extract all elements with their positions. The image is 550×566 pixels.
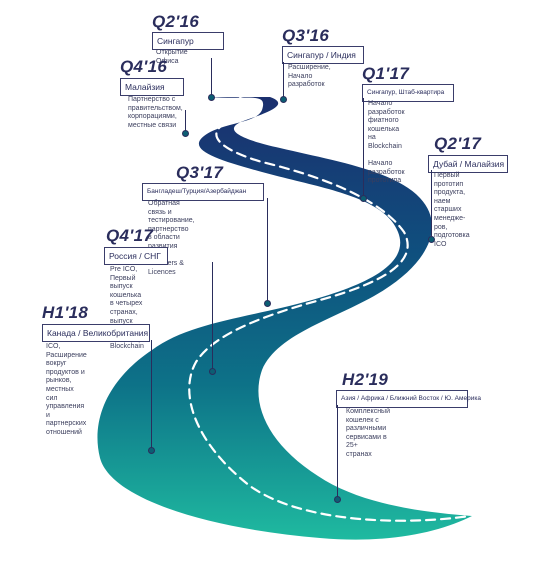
milestone-quarter: H1'18 <box>42 303 89 322</box>
milestone-pin <box>428 236 435 243</box>
milestone-place: Малайзия <box>120 78 184 96</box>
road-body <box>97 97 472 540</box>
milestone-pin <box>334 496 341 503</box>
milestone-quarter: Q2'17 <box>434 134 482 153</box>
milestone-connector <box>211 58 212 96</box>
milestone-pin <box>209 368 216 375</box>
milestone-place: Россия / СНГ <box>104 247 168 265</box>
milestone-connector <box>283 62 284 98</box>
milestone-connector <box>431 170 432 236</box>
milestone-place: Сингапур, Штаб-квартира <box>362 84 454 102</box>
milestone-pin <box>182 130 189 137</box>
milestone-place: Дубай / Малайзия <box>428 155 508 173</box>
milestone-quarter: Q3'17 <box>176 163 224 182</box>
milestone-desc: Первый прототип продукта, наем старших м… <box>434 172 470 248</box>
road-center-line <box>188 96 472 522</box>
milestone-place: Сингапур / Индия <box>282 46 364 64</box>
milestone-pin <box>280 96 287 103</box>
milestone-pin <box>208 94 215 101</box>
milestone-pin <box>264 300 271 307</box>
milestone-desc: Открытие Офиса <box>156 49 188 65</box>
milestone-connector <box>363 98 364 196</box>
milestone-desc: Партнерство с правительством, корпорация… <box>128 96 183 129</box>
milestone-connector <box>212 262 213 370</box>
milestone-place: Канада / Великобритания <box>42 324 150 342</box>
milestone-connector <box>185 110 186 132</box>
milestone-connector <box>337 405 338 497</box>
milestone-quarter: Q3'16 <box>282 26 330 45</box>
milestone-place: Бангладеш/Турция/Азербайджан <box>142 183 264 201</box>
milestone-desc: Начало разработок фиатного кошелька на B… <box>368 100 405 185</box>
milestone-quarter: Q4'17 <box>106 226 154 245</box>
milestone-pin <box>148 447 155 454</box>
milestone-desc: Расширение, Начало разработок <box>288 64 331 89</box>
milestone-pin <box>360 195 367 202</box>
milestone-quarter: H2'19 <box>342 370 389 389</box>
milestone-quarter: Q1'17 <box>362 64 410 83</box>
milestone-quarter: Q2'16 <box>152 12 200 31</box>
milestone-desc: ICO, Расширение вокруг продуктов и рынко… <box>46 343 87 436</box>
milestone-desc: Обратная связь и тестирование, партнерст… <box>148 200 195 276</box>
milestone-quarter: Q4'16 <box>120 57 168 76</box>
milestone-place: Азия / Африка / Ближний Восток / Ю. Амер… <box>336 390 481 408</box>
milestone-place: Сингапур <box>152 32 224 50</box>
milestone-connector <box>151 340 152 450</box>
milestone-connector <box>267 198 268 302</box>
milestone-desc: Комплексный кошелек с различными сервиса… <box>346 408 390 458</box>
